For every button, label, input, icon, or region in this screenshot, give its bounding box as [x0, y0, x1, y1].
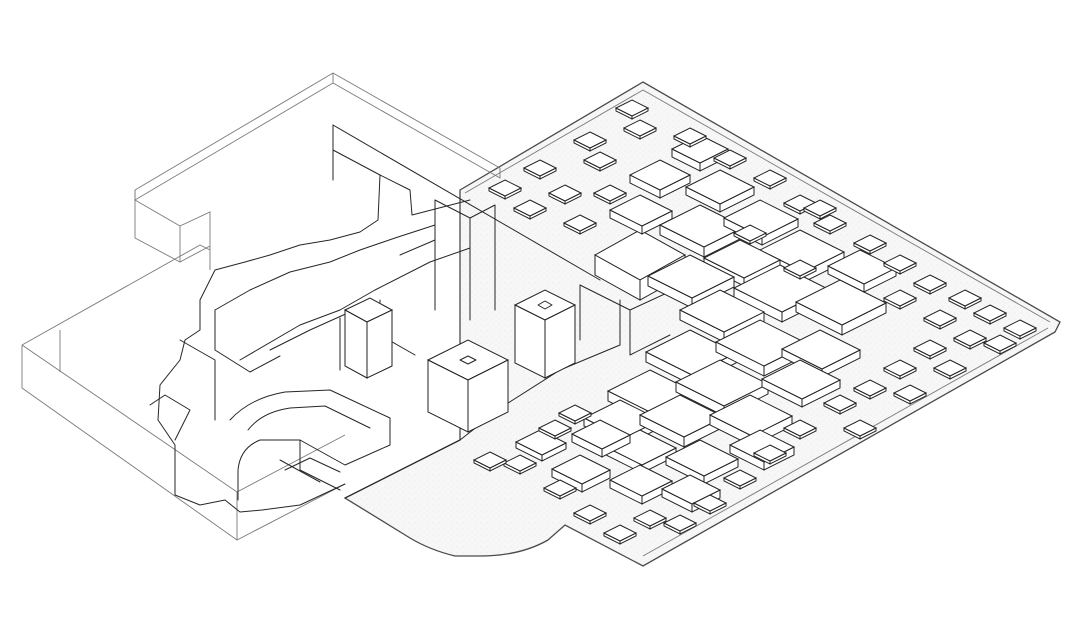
plaza-tile-6: [547, 184, 583, 205]
plaza-tile-35: [572, 504, 608, 525]
tower-short-left: [343, 297, 394, 379]
plaza-tile-44: [802, 199, 838, 220]
pavilion-24: [550, 454, 612, 493]
pavilion-8: [646, 254, 736, 309]
pavilion-1: [628, 159, 692, 199]
plaza-tile-11: [712, 149, 748, 170]
plaza-tile-14: [812, 214, 848, 235]
ghost-volume-lower: [21, 244, 346, 541]
plaza-tile-25: [882, 359, 918, 380]
pavilion-28: [570, 419, 632, 458]
plaza-tile-3: [582, 151, 618, 172]
plaza-tile-7: [512, 199, 548, 220]
pavilion-17: [760, 359, 842, 408]
plaza-tile-46: [557, 404, 593, 425]
plaza-tile-18: [947, 289, 983, 310]
plaza-tile-2: [572, 131, 608, 152]
plaza-tile-9: [592, 184, 628, 205]
pavilion-29: [826, 249, 898, 293]
plaza-pavilions: [514, 134, 898, 513]
plaza-tile-42: [982, 334, 1018, 355]
plaza-tile-0: [614, 99, 650, 120]
plaza-tile-28: [782, 419, 818, 440]
plaza-tile-47: [537, 419, 573, 440]
section-cut-block: [149, 124, 621, 513]
plaza-tile-30: [722, 469, 758, 490]
plaza-tile-26: [852, 379, 888, 400]
plaza-tile-16: [882, 254, 918, 275]
plaza-tile-40: [892, 384, 928, 405]
plaza-tile-37: [502, 454, 538, 475]
plaza-tile-43: [782, 259, 818, 280]
plaza-tile-33: [632, 509, 668, 530]
plaza-tile-15: [852, 234, 888, 255]
plaza-tile-8: [562, 214, 598, 235]
plaza-tile-39: [842, 419, 878, 440]
plaza-tile-31: [692, 494, 728, 515]
plaza-tile-20: [1002, 319, 1038, 340]
plaza-tile-10: [672, 127, 708, 148]
plaza-tile-23: [952, 329, 988, 350]
pavilion-22: [664, 439, 740, 485]
plaza-tile-4: [522, 159, 558, 180]
plaza-tile-45: [732, 224, 768, 245]
plaza-tiles: [472, 99, 1038, 545]
pavilion-2: [684, 169, 756, 213]
plaza-tile-17: [912, 274, 948, 295]
pavilion-27: [514, 429, 568, 462]
tower-mid: [426, 339, 510, 433]
plaza-tile-34: [602, 524, 638, 545]
pavilion-3: [608, 194, 674, 235]
plaza-tile-22: [922, 309, 958, 330]
plaza-tile-38: [472, 451, 508, 472]
plaza-tile-1: [622, 119, 658, 140]
pavilion-10: [794, 279, 888, 336]
plaza-tile-27: [822, 394, 858, 415]
plaza-tile-32: [662, 514, 698, 535]
plaza-tile-12: [752, 169, 788, 190]
plaza-tile-36: [542, 479, 578, 500]
plaza-tile-24: [912, 339, 948, 360]
ghost-volume-upper: [134, 72, 501, 270]
plaza-tile-19: [972, 304, 1008, 325]
plaza-tile-41: [932, 359, 968, 380]
tower-tall: [513, 289, 577, 379]
plaza-tile-5: [487, 179, 523, 200]
plaza-tile-21: [882, 289, 918, 310]
plaza-tile-29: [752, 444, 788, 465]
